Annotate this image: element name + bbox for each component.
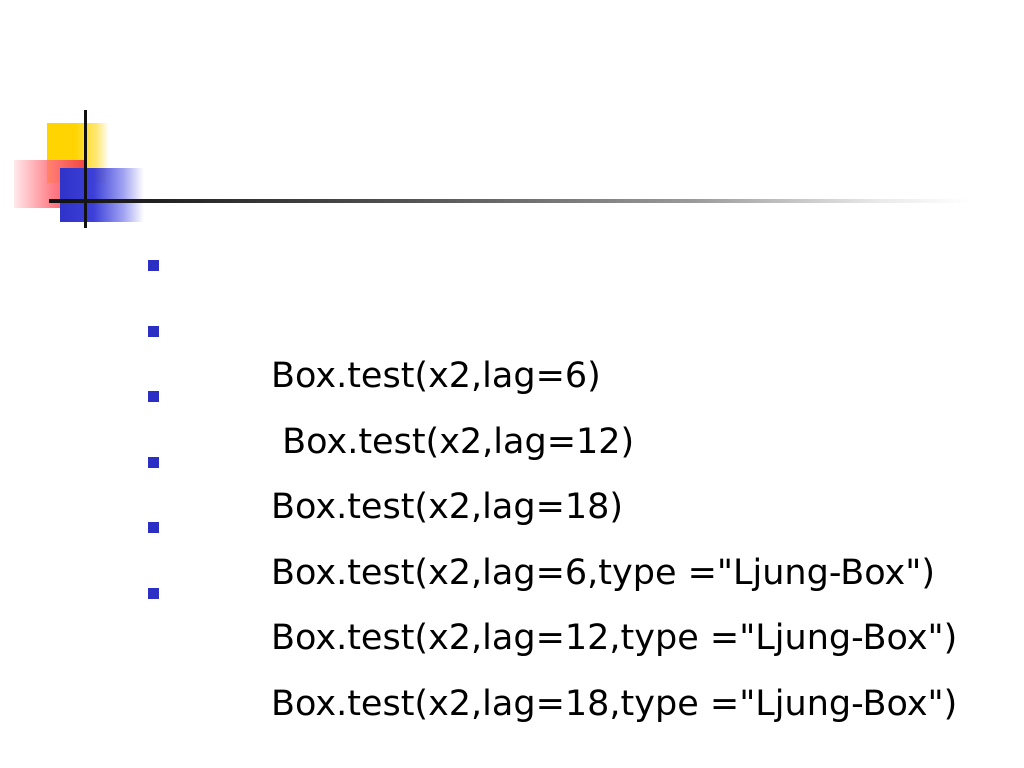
bullet-item: Box.test(x2,lag=18,type ="Ljung-Box") <box>146 564 1006 724</box>
blue-square-decoration <box>60 168 144 222</box>
square-bullet-icon <box>148 587 159 599</box>
vertical-rule <box>84 110 87 228</box>
bullet-text: Box.test(x2,lag=18) <box>271 487 624 527</box>
bullet-item: Box.test(x2,lag=6,type ="Ljung-Box") <box>146 433 1006 593</box>
bullet-text: Box.test(x2,lag=18,type ="Ljung-Box") <box>271 683 958 724</box>
square-bullet-icon <box>148 391 159 402</box>
square-bullet-icon <box>148 522 159 533</box>
bullet-list: Box.test(x2,lag=6) Box.test(x2,lag=12) B… <box>146 236 1006 724</box>
bullet-text: Box.test(x2,lag=6) <box>271 356 601 396</box>
square-bullet-icon <box>148 456 159 468</box>
bullet-item: Box.test(x2,lag=18) <box>146 367 1006 527</box>
bullet-text: Box.test(x2,lag=6,type ="Ljung-Box") <box>271 552 936 593</box>
bullet-item: Box.test(x2,lag=12) <box>146 302 1006 462</box>
horizontal-rule <box>49 199 970 203</box>
bullet-text: Box.test(x2,lag=12) <box>271 421 635 462</box>
bullet-item: Box.test(x2,lag=6) <box>146 236 1006 396</box>
bullet-item: Box.test(x2,lag=12,type ="Ljung-Box") <box>146 498 1006 658</box>
square-bullet-icon <box>148 325 159 337</box>
square-bullet-icon <box>148 260 159 271</box>
slide-body: Box.test(x2,lag=6) Box.test(x2,lag=12) B… <box>146 236 1006 724</box>
bullet-text: Box.test(x2,lag=12,type ="Ljung-Box") <box>271 618 958 658</box>
